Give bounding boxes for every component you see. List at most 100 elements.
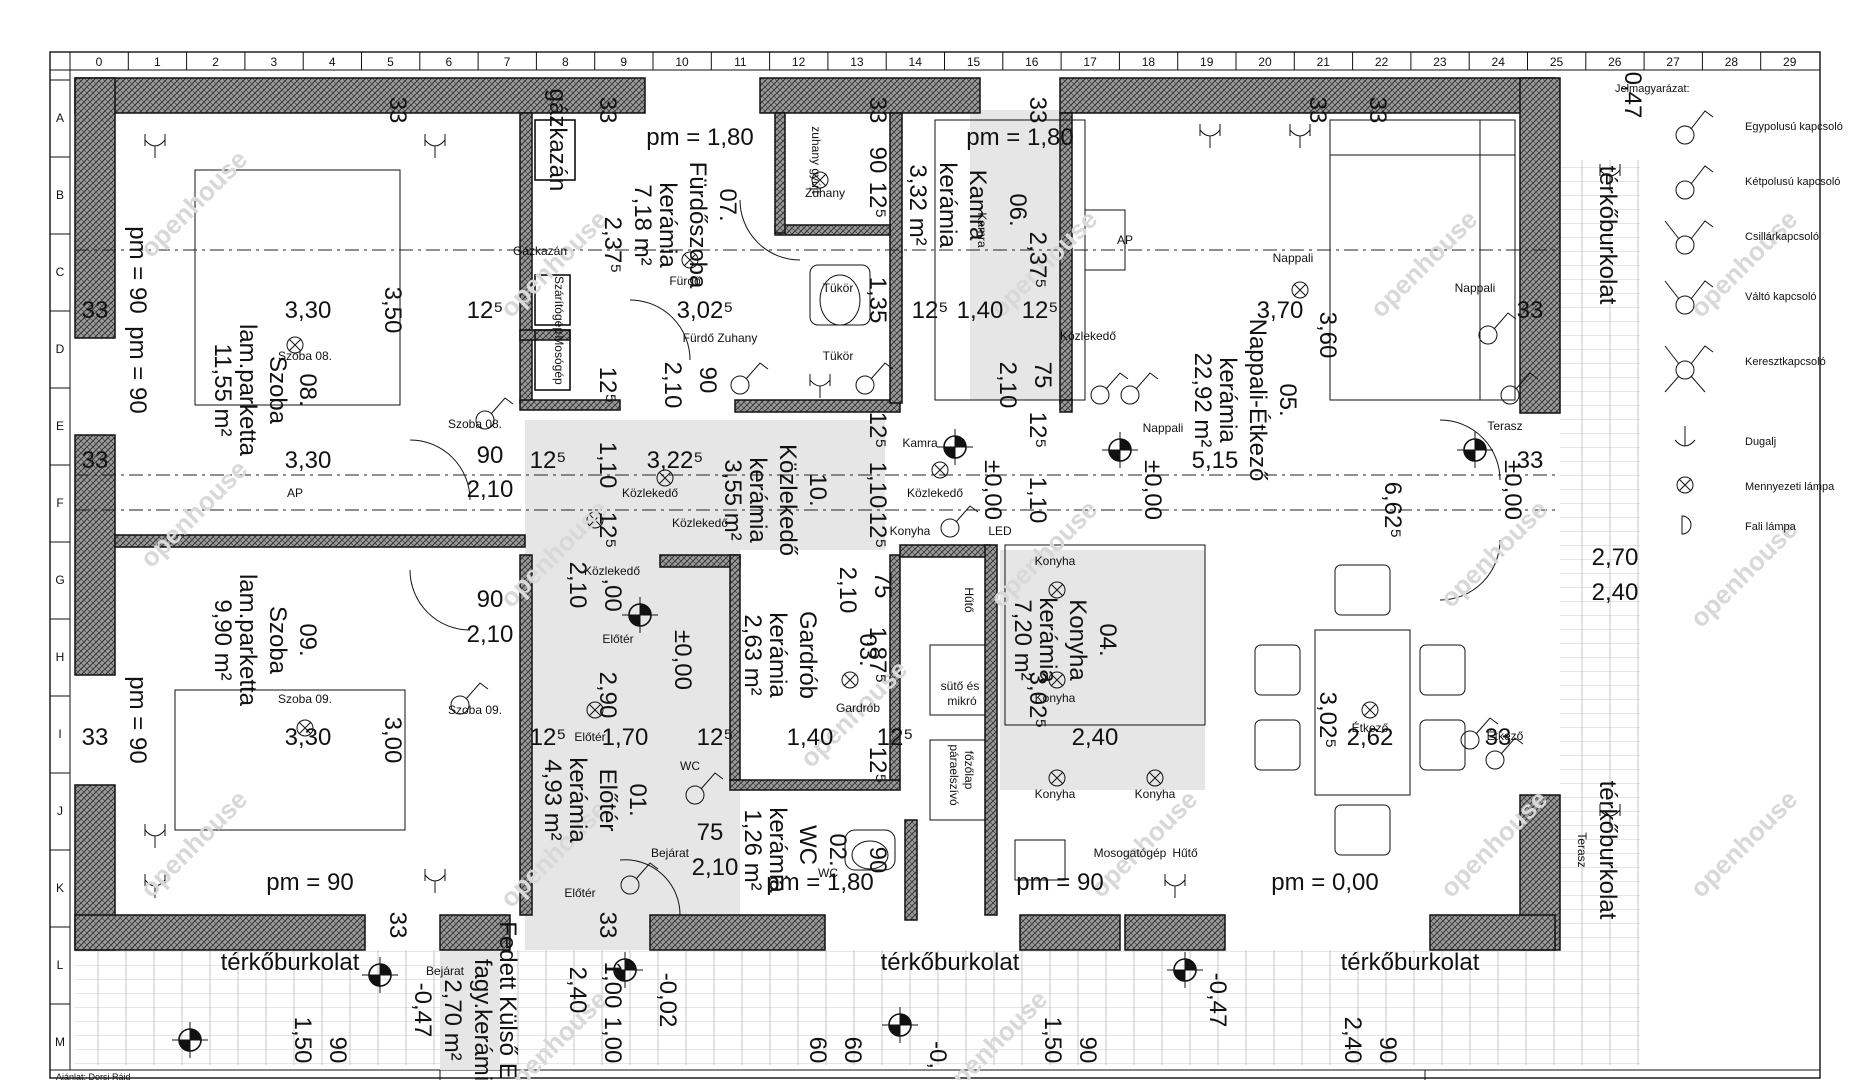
pm-90-b: pm = 90 — [1016, 869, 1103, 896]
socket-7 — [1289, 124, 1311, 148]
socket-6 — [1199, 124, 1221, 148]
dim-33-f: 33 — [1485, 724, 1512, 751]
room-09-name: Szoba — [264, 606, 291, 675]
light-front-4 — [882, 1007, 918, 1043]
dim-75-c: 75 — [1029, 362, 1056, 389]
grid-col-8: 8 — [562, 55, 569, 69]
paving-label-4: térkőburkolat — [1594, 166, 1621, 305]
pm-0-d: ±0,00 — [1499, 460, 1526, 520]
legend-item-3: Váltó kapcsoló — [1664, 280, 1817, 315]
dim-1-40-b: 1,40 — [787, 724, 834, 751]
room-04-floor: kerámia — [1034, 597, 1061, 683]
grid-col-10: 10 — [675, 55, 689, 69]
room-06-area: 3,32 m² — [904, 164, 931, 245]
grid-row-F: F — [56, 496, 63, 510]
fixtures — [174, 119, 1516, 881]
dim-90-h: 90 — [1374, 1037, 1401, 1064]
room-04-name: Konyha — [1064, 599, 1091, 681]
kitchen-label-4: Konyha — [1035, 787, 1076, 801]
dim-1-00-a: ,00 — [599, 578, 626, 611]
hall-label-1: Közlekedő — [1060, 329, 1116, 343]
dim-3-00: 3,00 — [379, 717, 406, 764]
dim-1-70: 1,70 — [602, 724, 649, 751]
dishwasher-label: Mosogatógép — [1094, 846, 1167, 860]
bath-switch-label: Fürdő — [669, 274, 701, 288]
lamp-room08 — [286, 336, 304, 354]
dim-minus-0-47-b: -0,47 — [1204, 973, 1231, 1028]
kitchen-label-3: Konyha — [1035, 691, 1076, 705]
pm-1-80-c: pm = 1,80 — [766, 869, 873, 896]
room-08-floor: lam.parketta — [234, 324, 261, 457]
bath-shower-switch-label: Fürdő Zuhany — [683, 331, 758, 345]
dim-3-60: 3,60 — [1314, 312, 1341, 359]
dim-125-d: 12⁵ — [1022, 297, 1059, 324]
wardrobe-lamp-label: Gardrób — [836, 701, 880, 715]
grid-col-9: 9 — [620, 55, 627, 69]
terrace-label-2: Terasz — [1575, 832, 1589, 867]
legend-label-3: Váltó kapcsoló — [1745, 291, 1817, 303]
room-02-number: 02. — [824, 833, 851, 866]
dim-125-h: 12⁵ — [594, 367, 621, 404]
switch-entry — [620, 862, 659, 895]
dim-2-10-f: 2,10 — [834, 567, 861, 614]
room-03-floor: kerámia — [764, 612, 791, 698]
lamp-hall-1 — [656, 469, 674, 487]
light-front-3 — [172, 1022, 208, 1058]
switch-room08 — [475, 397, 514, 430]
dim-90-g: 90 — [1074, 1037, 1101, 1064]
room09-switch-label: Szoba 09. — [448, 703, 502, 717]
grid-col-5: 5 — [387, 55, 394, 69]
room-03-name: Gardrób — [794, 611, 821, 699]
dim-3-30-b: 3,30 — [285, 447, 332, 474]
room08-lamp-label: Szoba 08. — [278, 349, 332, 363]
socket-11 — [1599, 804, 1621, 828]
light-front-2 — [607, 952, 643, 988]
dim-minus-0-02: -0,02 — [654, 973, 681, 1028]
legend-item-6: Mennyezeti lámpa — [1676, 476, 1835, 494]
grid-col-16: 16 — [1025, 55, 1039, 69]
socket-2 — [424, 134, 446, 158]
dim-125-l: 12⁵ — [864, 747, 891, 784]
light-front-5 — [1167, 952, 1203, 988]
living-label-2: Nappali — [1455, 281, 1496, 295]
dim-minus-0-47-a: -0,47 — [409, 983, 436, 1038]
entrance-label-1: Bejárat — [651, 846, 690, 860]
mirror-label-2: Tükör — [823, 349, 854, 363]
washer-label: Mosógép — [552, 335, 566, 385]
lamp-room09 — [296, 719, 314, 737]
hall-label-3: Közlekedő — [672, 516, 728, 530]
paving-label-2: térkőburkolat — [881, 949, 1020, 976]
room-01-floor: kerámia — [564, 757, 591, 843]
dim-1-50-b: 1,50 — [1039, 1017, 1066, 1064]
grid-col-7: 7 — [504, 55, 511, 69]
socket-4 — [144, 874, 166, 898]
room09-lamp-label: Szoba 09. — [278, 692, 332, 706]
legend-item-7: Fali lámpa — [1681, 515, 1797, 535]
room-02-area: 1,26 m² — [739, 809, 766, 890]
lamp-shower — [811, 171, 829, 189]
dim-125-c: 12⁵ — [912, 297, 949, 324]
socket-10 — [1599, 164, 1621, 188]
grid-row-B: B — [56, 188, 64, 202]
lamp-bath — [681, 251, 699, 269]
room-08-area: 11,55 m² — [209, 344, 236, 437]
grid-row-H: H — [56, 650, 65, 664]
legend-item-4: Keresztkapcsoló — [1664, 345, 1826, 393]
dim-90-c: 90 — [694, 367, 721, 394]
doors — [409, 199, 1501, 916]
lamp-hall-2 — [586, 511, 604, 529]
covered-porch-name: Fedett Külső E — [494, 921, 521, 1078]
dim-2-375-b: 2,37⁵ — [1024, 232, 1051, 289]
room-10-number: 10. — [804, 473, 831, 506]
hob-label: főzőlap — [962, 751, 976, 790]
light-living-wall — [1102, 432, 1138, 468]
room-04-number: 04. — [1094, 623, 1121, 656]
lamp-pantry — [931, 461, 949, 479]
dim-125-n: 12⁵ — [1024, 412, 1051, 449]
paving-right — [1560, 160, 1640, 950]
switch-bath-2 — [855, 362, 894, 395]
socket-3 — [144, 824, 166, 848]
dim-2-40-c: 2,40 — [564, 967, 591, 1014]
grid-col-4: 4 — [329, 55, 336, 69]
